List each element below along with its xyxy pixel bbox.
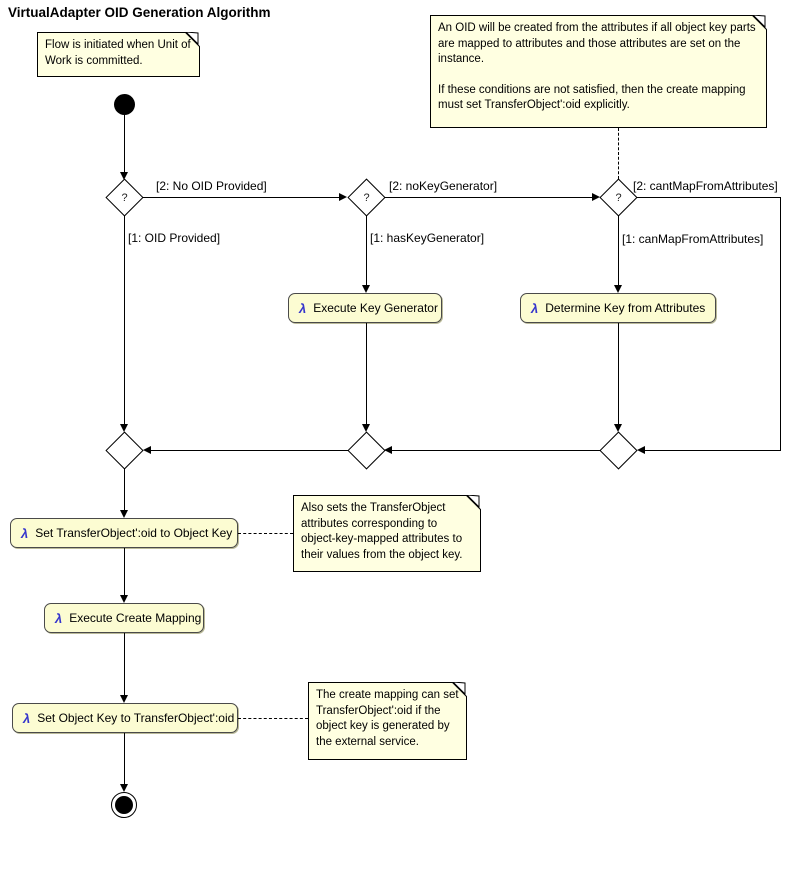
arrowhead-down-icon [614,285,622,293]
arrowhead-right-icon [339,193,347,201]
note-connector-dashed [238,533,293,534]
edge-decision1-to-merge1 [124,216,125,424]
guard-oid-provided: [1: OID Provided] [128,231,221,245]
action-execute-create-mapping: λ Execute Create Mapping [44,603,204,633]
lambda-icon: λ [55,610,63,626]
action-set-object-key-to-oid: λ Set Object Key to TransferObject':oid [12,703,238,733]
arrowhead-left-icon [143,446,151,454]
action-label: Execute Key Generator [313,301,438,315]
edge-cantmap-bottom [645,450,781,451]
arrowhead-down-icon [362,285,370,293]
arrowhead-down-icon [120,172,128,180]
note-also-sets: Also sets the TransferObject attributes … [293,495,481,572]
edge-action-to-merge2 [366,323,367,424]
lambda-icon: λ [23,710,31,726]
action-set-oid-to-object-key: λ Set TransferObject':oid to Object Key [10,518,238,548]
diamond-shape [105,431,144,470]
guard-no-key-generator: [2: noKeyGenerator] [389,179,498,193]
action-label: Determine Key from Attributes [545,301,706,315]
arrowhead-right-icon [592,193,600,201]
note-create-mapping: The create mapping can set TransferObjec… [308,682,467,760]
note-fold-icon [452,682,467,697]
final-node-icon [111,792,137,818]
decision-key-generator: ? [347,178,386,217]
arrowhead-down-icon [120,784,128,792]
edge-cantmap-side [780,197,781,450]
initial-node-icon [114,94,135,115]
question-mark-label: ? [363,191,370,204]
edge-decision2-to-action [366,216,367,285]
merge-node-left [105,431,144,470]
lambda-icon: λ [299,300,307,316]
edge-initial-to-decision1 [124,114,125,172]
note-flow-initiated: Flow is initiated when Unit of Work is c… [37,32,200,77]
diamond-shape [599,431,638,470]
arrowhead-down-icon [120,424,128,432]
note-text: An OID will be created from the attribut… [438,22,756,65]
action-execute-key-generator: λ Execute Key Generator [288,293,442,323]
guard-has-key-generator: [1: hasKeyGenerator] [370,231,485,245]
guard-no-oid-provided: [2: No OID Provided] [156,179,267,193]
edge-merge3-to-merge2 [392,450,600,451]
edge-cantmap-top [637,197,781,198]
action-label: Set Object Key to TransferObject':oid [37,711,235,725]
diamond-shape [347,431,386,470]
question-mark-label: ? [121,191,128,204]
arrowhead-down-icon [120,510,128,518]
decision-map-from-attributes: ? [599,178,638,217]
arrowhead-left-icon [637,446,645,454]
action-label: Execute Create Mapping [69,611,202,625]
action-label: Set TransferObject':oid to Object Key [35,526,233,540]
arrowhead-down-icon [120,595,128,603]
note-fold-icon [752,15,767,30]
guard-can-map-from-attributes: [1: canMapFromAttributes] [622,232,764,246]
edge-action5-to-final [124,733,125,784]
edge-action-to-merge3 [618,323,619,424]
note-connector-dashed [618,128,619,179]
note-text: The create mapping can set TransferObjec… [316,689,459,748]
page-title: VirtualAdapter OID Generation Algorithm [8,5,271,20]
note-fold-icon [466,495,481,510]
arrowhead-down-icon [120,695,128,703]
edge-merge2-to-merge1 [151,450,348,451]
lambda-icon: λ [21,525,29,541]
edge-action3-to-action4 [124,548,125,595]
merge-node-middle [347,431,386,470]
question-mark-label: ? [615,191,622,204]
note-text: If these conditions are not satisfied, t… [438,83,746,112]
merge-node-right [599,431,638,470]
note-connector-dashed [238,718,308,719]
edge-decision2-to-decision3 [385,197,592,198]
guard-cant-map-from-attributes: [2: cantMapFromAttributes] [633,179,778,193]
decision-oid-provided: ? [105,178,144,217]
note-fold-icon [185,32,200,47]
action-determine-key-from-attributes: λ Determine Key from Attributes [520,293,716,323]
edge-action4-to-action5 [124,633,125,695]
edge-decision1-to-decision2 [143,197,339,198]
lambda-icon: λ [531,300,539,316]
edge-merge1-to-action3 [124,468,125,510]
note-text: Also sets the TransferObject attributes … [301,502,463,561]
arrowhead-down-icon [614,424,622,432]
edge-decision3-to-action [618,216,619,285]
arrowhead-left-icon [384,446,392,454]
arrowhead-down-icon [362,424,370,432]
note-oid-creation: An OID will be created from the attribut… [430,15,767,128]
note-text: Flow is initiated when Unit of Work is c… [45,39,191,67]
